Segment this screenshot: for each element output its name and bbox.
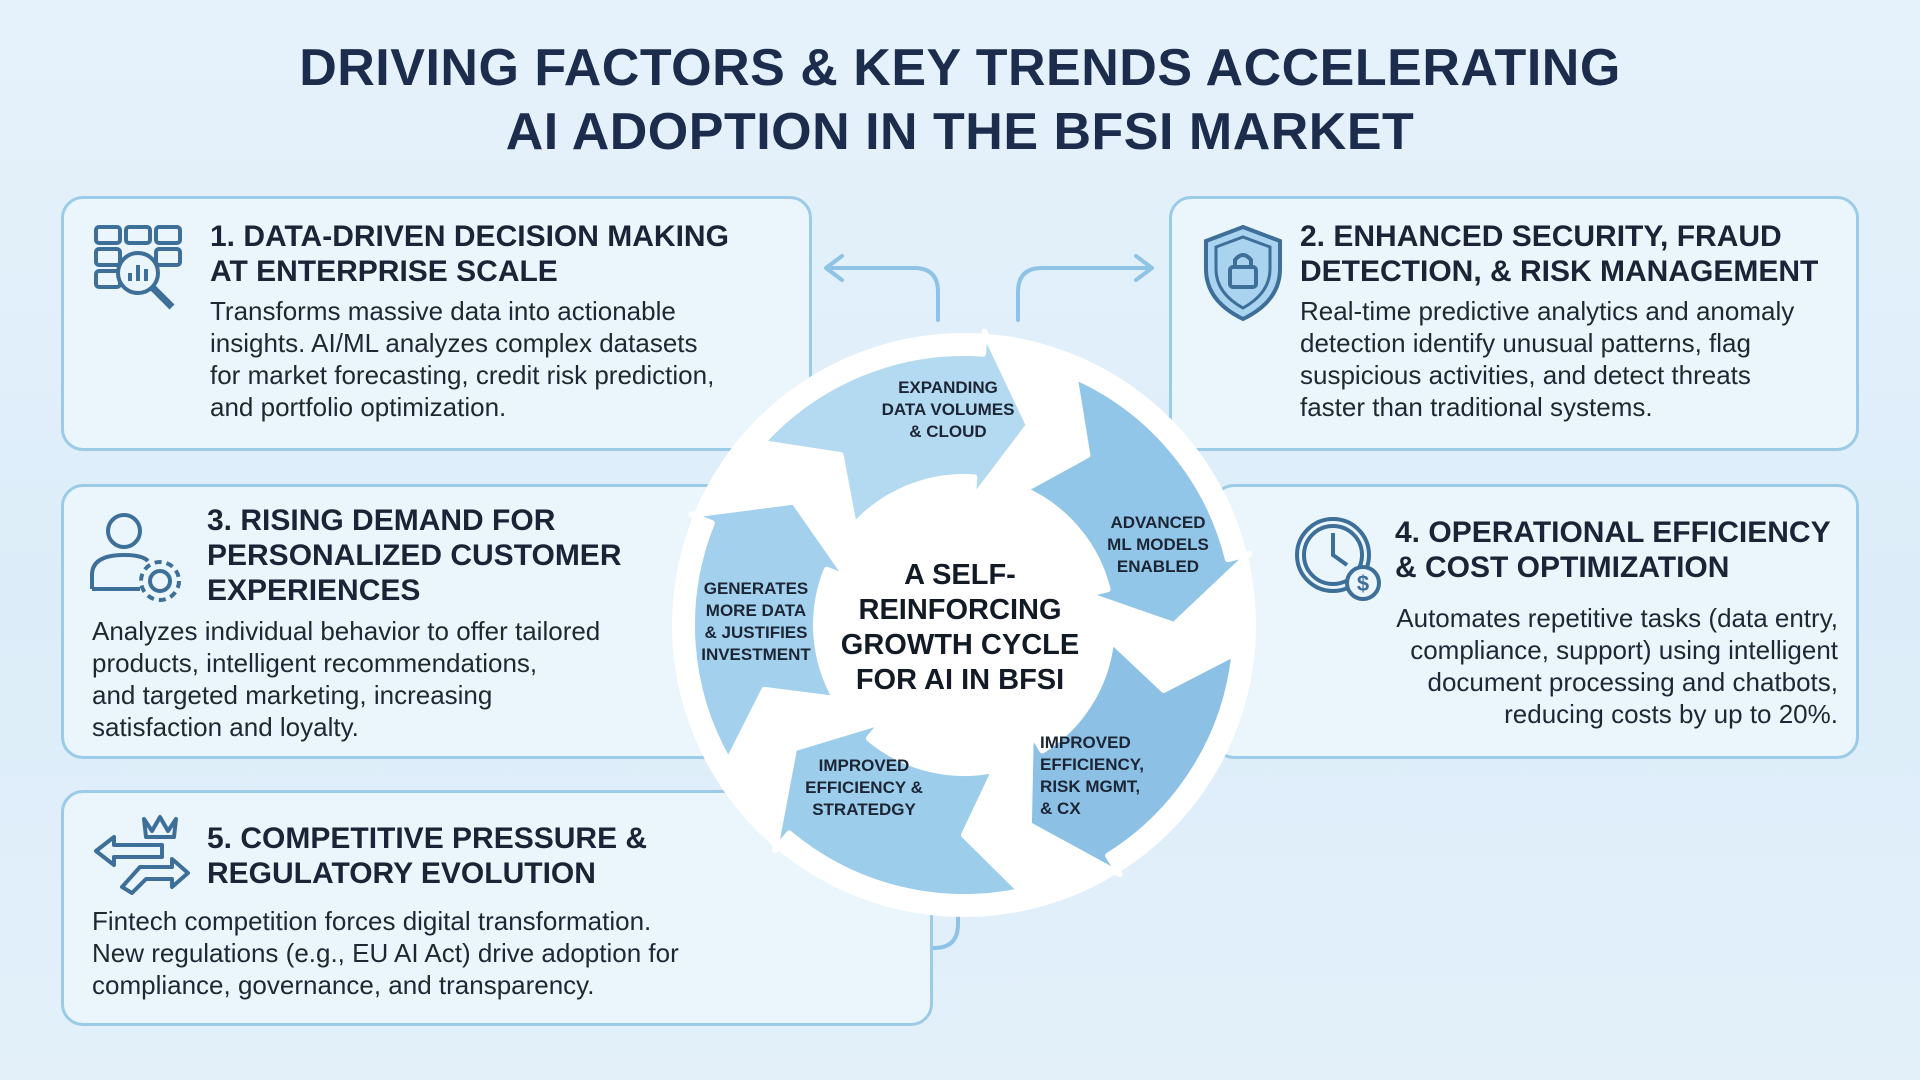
card-operational-efficiency: $ 4. OPERATIONAL EFFICIENCY& COST OPTIMI…: [1212, 484, 1859, 759]
arrow-segment-data-volumes: [758, 328, 1032, 529]
arrows-crown-icon: [94, 815, 190, 895]
arrow-segment-strategy: [772, 718, 1024, 901]
arrow-segment-investment: [688, 498, 851, 764]
arrow-to-card-1: [828, 266, 940, 322]
card-body: Fintech competition forces digital trans…: [92, 906, 679, 1000]
arrow-segment-risk-cx: [1025, 637, 1238, 878]
title-line-2: AI ADOPTION IN THE BFSI MARKET: [505, 103, 1415, 161]
card-body: Real-time predictive analytics and anoma…: [1300, 296, 1795, 422]
arrow-to-card-5: [804, 896, 960, 950]
card-heading: 4. OPERATIONAL EFFICIENCY& COST OPTIMIZA…: [1395, 516, 1831, 584]
clock-dollar-icon: $: [1295, 517, 1381, 601]
svg-text:$: $: [1357, 571, 1369, 596]
cycle-center-circle: [832, 493, 1096, 757]
arrow-to-card-2: [1016, 266, 1152, 322]
arrow-segment-ml-models: [1021, 373, 1253, 628]
card-heading: 5. COMPETITIVE PRESSURE &REGULATORY EVOL…: [207, 822, 648, 890]
card-body: Analyzes individual behavior to offer ta…: [92, 616, 601, 742]
card-competitive-pressure: 5. COMPETITIVE PRESSURE &REGULATORY EVOL…: [61, 790, 933, 1026]
title-line-1: DRIVING FACTORS & KEY TRENDS ACCELERATIN…: [299, 39, 1621, 97]
data-analytics-icon: [94, 225, 182, 310]
card-body: Automates repetitive tasks (data entry,c…: [1396, 603, 1838, 729]
user-gear-icon: [90, 513, 181, 602]
page-title: DRIVING FACTORS & KEY TRENDS ACCELERATIN…: [0, 36, 1920, 164]
shield-lock-icon: [1204, 224, 1282, 322]
